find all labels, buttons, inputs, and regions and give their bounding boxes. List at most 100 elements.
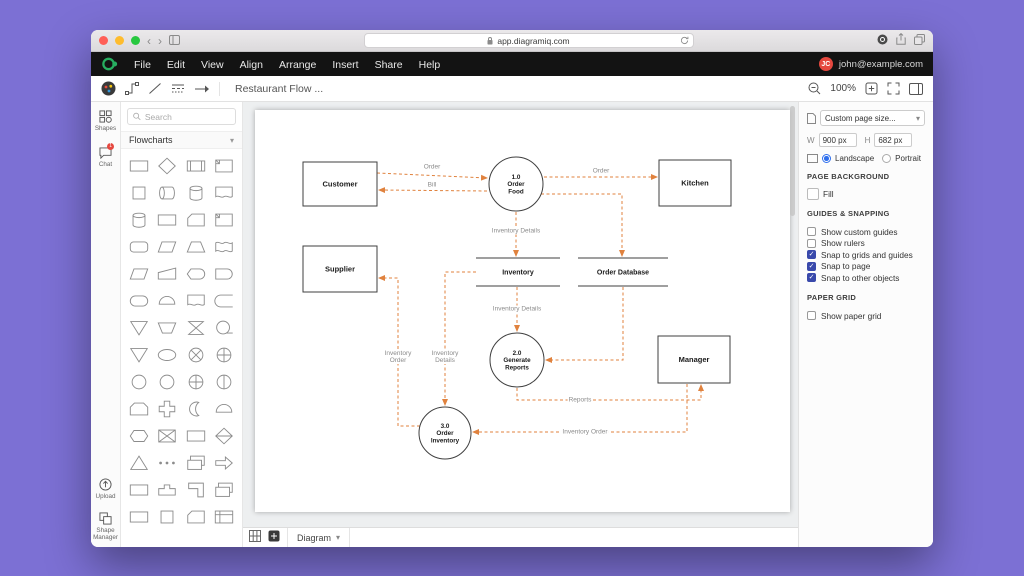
menu-view[interactable]: View	[201, 59, 224, 71]
search-input[interactable]	[144, 111, 230, 122]
checkbox[interactable]	[807, 227, 816, 236]
elbow-connector-icon[interactable]	[125, 82, 139, 95]
avatar[interactable]: JC	[818, 57, 833, 71]
reload-icon[interactable]	[680, 36, 689, 47]
checkbox[interactable]	[807, 311, 816, 320]
shape-note[interactable]	[210, 152, 238, 179]
shape-document[interactable]	[210, 179, 238, 206]
shape-rect[interactable]	[125, 503, 153, 530]
menu-align[interactable]: Align	[239, 59, 263, 71]
guide-show-rulers[interactable]: Show rulers	[807, 238, 925, 248]
shape-pill[interactable]	[125, 287, 153, 314]
shape-hcylinder[interactable]	[153, 179, 181, 206]
shape-circle[interactable]	[125, 368, 153, 395]
width-input[interactable]: 900 px	[818, 133, 857, 147]
shape-or[interactable]	[182, 368, 210, 395]
document-tab[interactable]: Restaurant Flow ...	[235, 82, 324, 95]
radio-portrait[interactable]	[882, 154, 892, 163]
shape-loop[interactable]	[125, 395, 153, 422]
shape-rect[interactable]	[125, 476, 153, 503]
shape-card[interactable]	[182, 206, 210, 233]
shape-circle[interactable]	[153, 368, 181, 395]
guide-snap-to-other-objects[interactable]: Snap to other objects	[807, 273, 925, 283]
page-size-select[interactable]: Custom page size... ▾	[820, 110, 925, 126]
shape-dots[interactable]	[153, 449, 181, 476]
sidebar-toggle-icon[interactable]	[169, 32, 180, 50]
shape-sort[interactable]	[210, 422, 238, 449]
guide-show-custom-guides[interactable]: Show custom guides	[807, 227, 925, 237]
app-logo[interactable]	[101, 56, 118, 72]
shape-cross[interactable]	[153, 395, 181, 422]
shape-tape[interactable]	[210, 314, 238, 341]
zoom-in-icon[interactable]	[865, 82, 878, 95]
shape-trapezoid[interactable]	[182, 233, 210, 260]
fullscreen-icon[interactable]	[887, 82, 900, 95]
zoom-level[interactable]: 100%	[830, 83, 856, 94]
menu-help[interactable]: Help	[418, 59, 441, 71]
radio-landscape[interactable]	[822, 154, 831, 163]
guide-snap-to-grids-and-guides[interactable]: Snap to grids and guides	[807, 250, 925, 260]
add-page-icon[interactable]	[268, 529, 280, 547]
shape-parallelogram[interactable]	[153, 233, 181, 260]
node-supplier[interactable]: Supplier	[302, 245, 378, 293]
style-palette-icon[interactable]	[101, 81, 116, 96]
menu-file[interactable]: File	[134, 59, 151, 71]
edge[interactable]	[442, 271, 476, 406]
fullscreen-window-button[interactable]	[131, 36, 140, 45]
checkbox[interactable]	[807, 250, 816, 259]
shape-card[interactable]	[182, 503, 210, 530]
edge[interactable]	[378, 187, 488, 194]
menu-arrange[interactable]: Arrange	[278, 59, 317, 71]
shape-xbox[interactable]	[153, 422, 181, 449]
shape-tri-down[interactable]	[125, 341, 153, 368]
line-tool-icon[interactable]	[148, 82, 162, 95]
tabs-icon[interactable]	[914, 32, 925, 50]
edge[interactable]	[376, 172, 488, 181]
shape-hexagon[interactable]	[125, 422, 153, 449]
rail-item-chat[interactable]: 1 Chat	[98, 143, 115, 168]
shape-diamond[interactable]	[153, 152, 181, 179]
back-button[interactable]: ‹	[147, 33, 151, 48]
shape-cylinder[interactable]	[125, 206, 153, 233]
address-bar[interactable]: app.diagramiq.com	[363, 33, 694, 48]
height-input[interactable]: 682 px	[874, 133, 913, 147]
extension-icon[interactable]	[877, 32, 888, 50]
shape-square[interactable]	[125, 179, 153, 206]
rail-item-shapes[interactable]: Shapes	[95, 110, 116, 132]
edge[interactable]	[545, 287, 624, 363]
fill-swatch[interactable]	[807, 188, 819, 200]
shape-document[interactable]	[182, 287, 210, 314]
edge[interactable]	[541, 193, 625, 257]
shape-arrow-right[interactable]	[210, 449, 238, 476]
paper-show-paper-grid[interactable]: Show paper grid	[807, 311, 925, 321]
close-window-button[interactable]	[99, 36, 108, 45]
forward-button[interactable]: ›	[158, 33, 162, 48]
shape-collate[interactable]	[182, 314, 210, 341]
checkbox[interactable]	[807, 238, 816, 248]
shape-or[interactable]	[210, 341, 238, 368]
shape-process[interactable]	[182, 152, 210, 179]
shape-circle-x[interactable]	[182, 341, 210, 368]
arrow-tool-icon[interactable]	[194, 83, 210, 95]
shape-rect[interactable]	[153, 206, 181, 233]
node-manager[interactable]: Manager	[657, 335, 731, 384]
shape-crescent[interactable]	[182, 395, 210, 422]
zoom-out-icon[interactable]	[808, 82, 821, 95]
page-tab-diagram[interactable]: Diagram ▾	[287, 528, 351, 547]
shape-storage[interactable]	[210, 287, 238, 314]
shape-ellipse[interactable]	[153, 341, 181, 368]
edge[interactable]	[516, 384, 704, 401]
node-kitchen[interactable]: Kitchen	[658, 159, 732, 207]
checkbox[interactable]	[807, 273, 816, 282]
rail-item-shape-manager[interactable]: Shape Manager	[92, 512, 120, 541]
line-style-icon[interactable]	[171, 82, 185, 95]
checkbox[interactable]	[807, 261, 816, 271]
share-icon[interactable]	[896, 32, 906, 50]
shape-circle-half[interactable]	[210, 368, 238, 395]
canvas-scrollbar[interactable]	[790, 106, 795, 216]
node-customer[interactable]: Customer	[302, 161, 378, 207]
guide-snap-to-page[interactable]: Snap to page	[807, 261, 925, 271]
